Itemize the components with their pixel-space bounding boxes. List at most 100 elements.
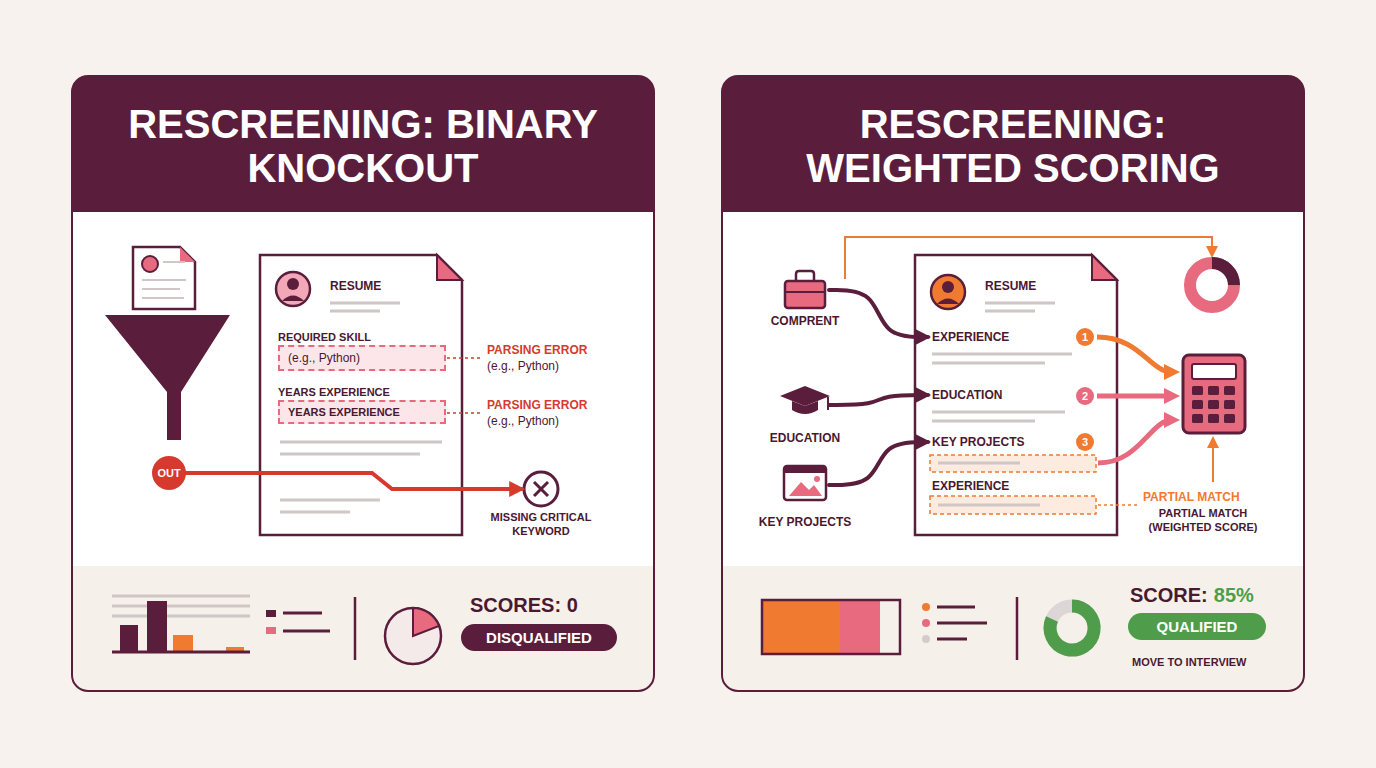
resume-section: EDUCATION bbox=[932, 388, 1062, 402]
score-arrow bbox=[1097, 337, 1172, 372]
stacked-bar bbox=[762, 600, 840, 654]
graduation-icon bbox=[780, 386, 830, 414]
node-text: EXPERIENCE bbox=[932, 479, 1062, 493]
resume-document bbox=[930, 496, 1096, 514]
node-text: OUT bbox=[157, 467, 180, 479]
bar-chart bbox=[112, 651, 250, 654]
resume-document bbox=[932, 420, 1035, 423]
calculator-icon bbox=[1208, 414, 1219, 423]
node-text: EDUCATION bbox=[932, 388, 1062, 402]
note-label: PARTIAL MATCH (WEIGHTED SCORE) bbox=[1143, 506, 1263, 535]
stacked-bar bbox=[762, 600, 900, 654]
calculator-icon bbox=[1208, 386, 1219, 395]
leader-line bbox=[447, 357, 483, 359]
donut-chart bbox=[1190, 263, 1234, 307]
bar-chart bbox=[283, 630, 330, 633]
connector-arrow bbox=[829, 395, 928, 405]
reject-symbol bbox=[534, 482, 548, 496]
divider bbox=[1016, 597, 1019, 660]
resume-document bbox=[260, 255, 462, 535]
node-text: KEY PROJECTS bbox=[932, 435, 1062, 449]
panel-ground bbox=[72, 566, 654, 691]
calculator-icon bbox=[1192, 386, 1203, 395]
bar-chart bbox=[283, 612, 322, 615]
bar-chart bbox=[112, 595, 250, 598]
node-text: DISQUALIFIED bbox=[486, 629, 592, 646]
briefcase-icon bbox=[785, 271, 825, 308]
stacked-bar bbox=[937, 622, 987, 625]
resume-document bbox=[282, 296, 304, 302]
callout-number: 3 bbox=[1076, 433, 1094, 451]
projects-icon bbox=[784, 466, 826, 473]
graduation-icon bbox=[780, 386, 830, 406]
divider bbox=[354, 597, 357, 660]
panel-border bbox=[72, 76, 654, 691]
resume-section: KEY PROJECTS bbox=[932, 435, 1062, 449]
node-body: (e.g., Python) bbox=[278, 345, 446, 371]
resume-document bbox=[932, 362, 1045, 365]
feedback-line bbox=[1212, 442, 1214, 482]
stacked-bar bbox=[937, 606, 975, 609]
out-badge: OUT bbox=[152, 456, 186, 490]
incoming-resume bbox=[180, 247, 195, 262]
icon-anchor bbox=[523, 471, 559, 507]
incoming-resume bbox=[142, 297, 184, 299]
calculator-icon bbox=[1192, 414, 1203, 423]
resume-document bbox=[280, 453, 420, 456]
resume-document bbox=[938, 462, 1020, 465]
panel-ground bbox=[722, 566, 1304, 691]
calculator-icon bbox=[1208, 400, 1219, 409]
score-arrow bbox=[1097, 394, 1172, 399]
field-box: YEARS EXPERIENCEYEARS EXPERIENCE bbox=[278, 386, 446, 424]
projects-icon bbox=[814, 476, 820, 482]
graduation-icon bbox=[792, 401, 818, 414]
leader-line bbox=[447, 412, 483, 414]
calculator-icon bbox=[1192, 364, 1236, 379]
pie-chart bbox=[413, 608, 439, 636]
node-text: REQUIRED SKILL bbox=[278, 331, 446, 343]
resume-document bbox=[932, 411, 1065, 414]
node-text: RESUME bbox=[985, 279, 1036, 293]
briefcase-icon bbox=[785, 291, 825, 293]
connector-arrow bbox=[829, 442, 928, 485]
donut-chart bbox=[1050, 606, 1094, 650]
note-label: SCORE: bbox=[1130, 584, 1208, 607]
resume-section: EXPERIENCE bbox=[932, 479, 1062, 493]
connector-arrow bbox=[186, 473, 522, 489]
bar-chart bbox=[266, 627, 276, 634]
bar-chart bbox=[147, 601, 167, 652]
score-arrow bbox=[1098, 420, 1172, 463]
funnel bbox=[105, 315, 230, 440]
resume-document bbox=[280, 499, 380, 502]
calculator-icon bbox=[1224, 400, 1235, 409]
resume-document bbox=[1092, 255, 1117, 280]
note-label: (e.g., Python) bbox=[487, 359, 559, 373]
note-label: PARSING ERROR bbox=[487, 398, 587, 412]
resume-document bbox=[330, 310, 380, 313]
resume-document bbox=[915, 255, 1117, 535]
node-text: EDUCATION bbox=[750, 431, 860, 445]
callout-number: 1 bbox=[1076, 328, 1094, 346]
reject-node: MISSING CRITICAL KEYWORD bbox=[476, 471, 606, 539]
node-text: MISSING CRITICAL KEYWORD bbox=[476, 511, 606, 539]
icon-anchor bbox=[783, 465, 827, 505]
note-label: PARSING ERROR bbox=[487, 343, 587, 357]
resume-document bbox=[985, 310, 1035, 313]
resume-document bbox=[915, 255, 1117, 535]
field-box: REQUIRED SKILL (e.g., Python) bbox=[278, 331, 446, 371]
reject-symbol bbox=[534, 482, 548, 496]
resume-document bbox=[937, 299, 959, 305]
stacked-bar bbox=[880, 600, 900, 654]
incoming-resume bbox=[163, 261, 185, 263]
stacked-bar bbox=[922, 619, 930, 627]
resume-document bbox=[931, 275, 965, 309]
note-label: SCORES: 0 bbox=[470, 594, 578, 617]
stacked-bar bbox=[762, 600, 987, 654]
panel-border bbox=[722, 76, 1304, 691]
panel-ground bbox=[72, 76, 654, 691]
bar-chart bbox=[266, 610, 276, 617]
incoming-resume bbox=[142, 256, 158, 272]
reject-symbol bbox=[524, 472, 558, 506]
bar-chart bbox=[173, 635, 193, 652]
